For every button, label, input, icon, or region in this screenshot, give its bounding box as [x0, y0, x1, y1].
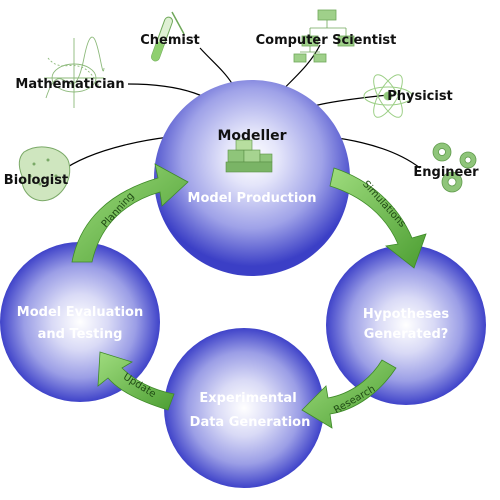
computer-scientist-label: Computer Scientist	[256, 33, 397, 48]
gears-icon	[432, 142, 477, 193]
cycle-arrows	[71, 163, 427, 429]
chemist-label: Chemist	[140, 33, 200, 48]
update-arrow	[97, 351, 175, 411]
experimental-label-line1: Experimental	[199, 391, 296, 406]
atom-icon	[363, 74, 413, 118]
biologist-label: Biologist	[4, 173, 68, 188]
hierarchy-icon	[293, 9, 355, 63]
cell-icon	[18, 146, 71, 202]
modeller-label: Modeller	[217, 128, 286, 144]
model-production-label: Model Production	[188, 191, 317, 206]
experimental-label-line2: Data Generation	[190, 415, 311, 430]
model-production-circle	[154, 80, 350, 276]
math-graph-icon	[44, 36, 105, 108]
physicist-label: Physicist	[387, 89, 453, 104]
test-tube-icon	[151, 11, 185, 62]
hypotheses-circle	[326, 245, 486, 405]
research-arrow	[301, 359, 397, 429]
mathematician-label: Mathematician	[15, 77, 124, 92]
evaluation-label-line2: and Testing	[38, 327, 123, 342]
hypotheses-label-line2: Generated?	[364, 327, 449, 342]
engineer-label: Engineer	[413, 165, 479, 180]
evaluation-label-line1: Model Evaluation	[17, 305, 143, 320]
planning-arrow	[71, 163, 189, 263]
modeller-blocks-icon	[225, 139, 273, 173]
experimental-circle	[164, 328, 324, 488]
simulations-arrow	[329, 167, 427, 269]
hypotheses-label-line1: Hypotheses	[363, 307, 449, 322]
